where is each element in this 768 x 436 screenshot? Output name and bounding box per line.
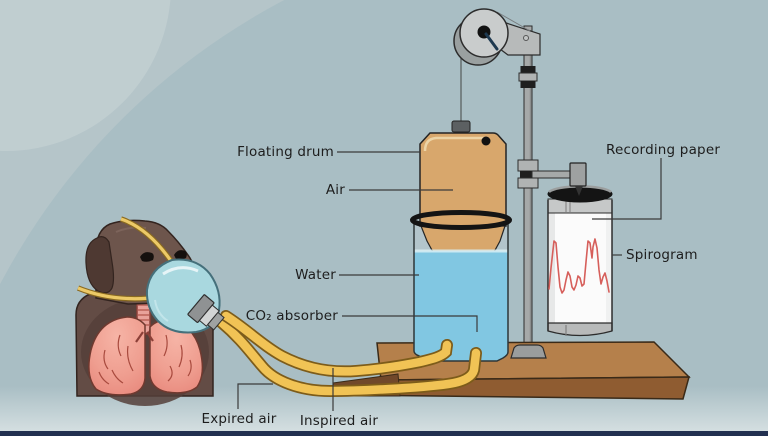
inspired-tube xyxy=(221,311,452,376)
lungs xyxy=(88,316,204,396)
pen-arm xyxy=(531,170,574,179)
paper-left-shade xyxy=(549,210,555,324)
drum-top-rim xyxy=(547,185,613,203)
leader-co2-absorber xyxy=(342,315,478,332)
water-fill xyxy=(414,251,508,361)
water-surface-line xyxy=(414,249,508,253)
drum-dot xyxy=(481,136,491,146)
tank-glass-outline xyxy=(413,222,509,362)
dog-illustration xyxy=(75,216,221,406)
rod-clamp-collar xyxy=(518,72,538,82)
drum-highlight xyxy=(423,136,488,152)
pen-arm-assembly xyxy=(517,159,587,196)
bracket-hole xyxy=(523,35,529,41)
pen-tip xyxy=(575,186,583,196)
dog-eye-left xyxy=(140,252,154,262)
label-expired-air: Expired air xyxy=(201,411,277,427)
breathing-tubes xyxy=(215,310,482,398)
tank-rim xyxy=(410,210,512,230)
paper-right-shade xyxy=(606,210,611,324)
connector-nozzle xyxy=(206,311,225,331)
floating-drum-body xyxy=(419,132,507,227)
label-inspired-air: Inspired air xyxy=(299,413,379,429)
arm-clamp-band xyxy=(520,171,536,178)
water-tank xyxy=(410,120,512,362)
leader-expired-air xyxy=(237,383,273,409)
stand-foot xyxy=(510,344,547,359)
label-air: Air xyxy=(325,182,345,198)
lung-veins xyxy=(98,334,192,385)
label-co2-absorber: CO₂ absorber xyxy=(245,308,338,324)
dog-eye-right xyxy=(174,250,187,260)
footer-bar xyxy=(0,431,768,436)
bronchi xyxy=(135,331,154,343)
leader-recording-paper xyxy=(592,158,662,220)
mask-highlight-2 xyxy=(154,299,169,322)
mask-connector xyxy=(187,294,225,331)
arm-clamp-top xyxy=(517,159,539,172)
lung-left-lobe xyxy=(88,316,146,396)
pulley xyxy=(453,8,541,66)
recording-drum xyxy=(547,185,613,337)
mask-highlight xyxy=(162,266,199,276)
drum-knob xyxy=(451,120,471,133)
rod-clamp-band xyxy=(520,81,536,88)
drum-bottom-cap xyxy=(547,322,613,337)
label-water: Water xyxy=(295,267,336,283)
label-floating-drum: Floating drum xyxy=(237,144,334,160)
leader-lines xyxy=(237,151,662,411)
arm-clamp-bottom xyxy=(517,177,539,189)
label-recording-paper: Recording paper xyxy=(606,142,721,158)
corner-glow xyxy=(0,0,171,151)
string-anchor xyxy=(496,11,531,32)
spirogram-trace xyxy=(548,238,610,294)
rod-clamp-band xyxy=(520,66,536,73)
label-spirogram: Spirogram xyxy=(626,247,698,263)
expired-tube xyxy=(216,317,481,396)
pulley-pointer xyxy=(484,32,499,51)
head-strap xyxy=(120,217,173,262)
pen-holder xyxy=(569,162,587,187)
dog-ear xyxy=(85,236,115,294)
